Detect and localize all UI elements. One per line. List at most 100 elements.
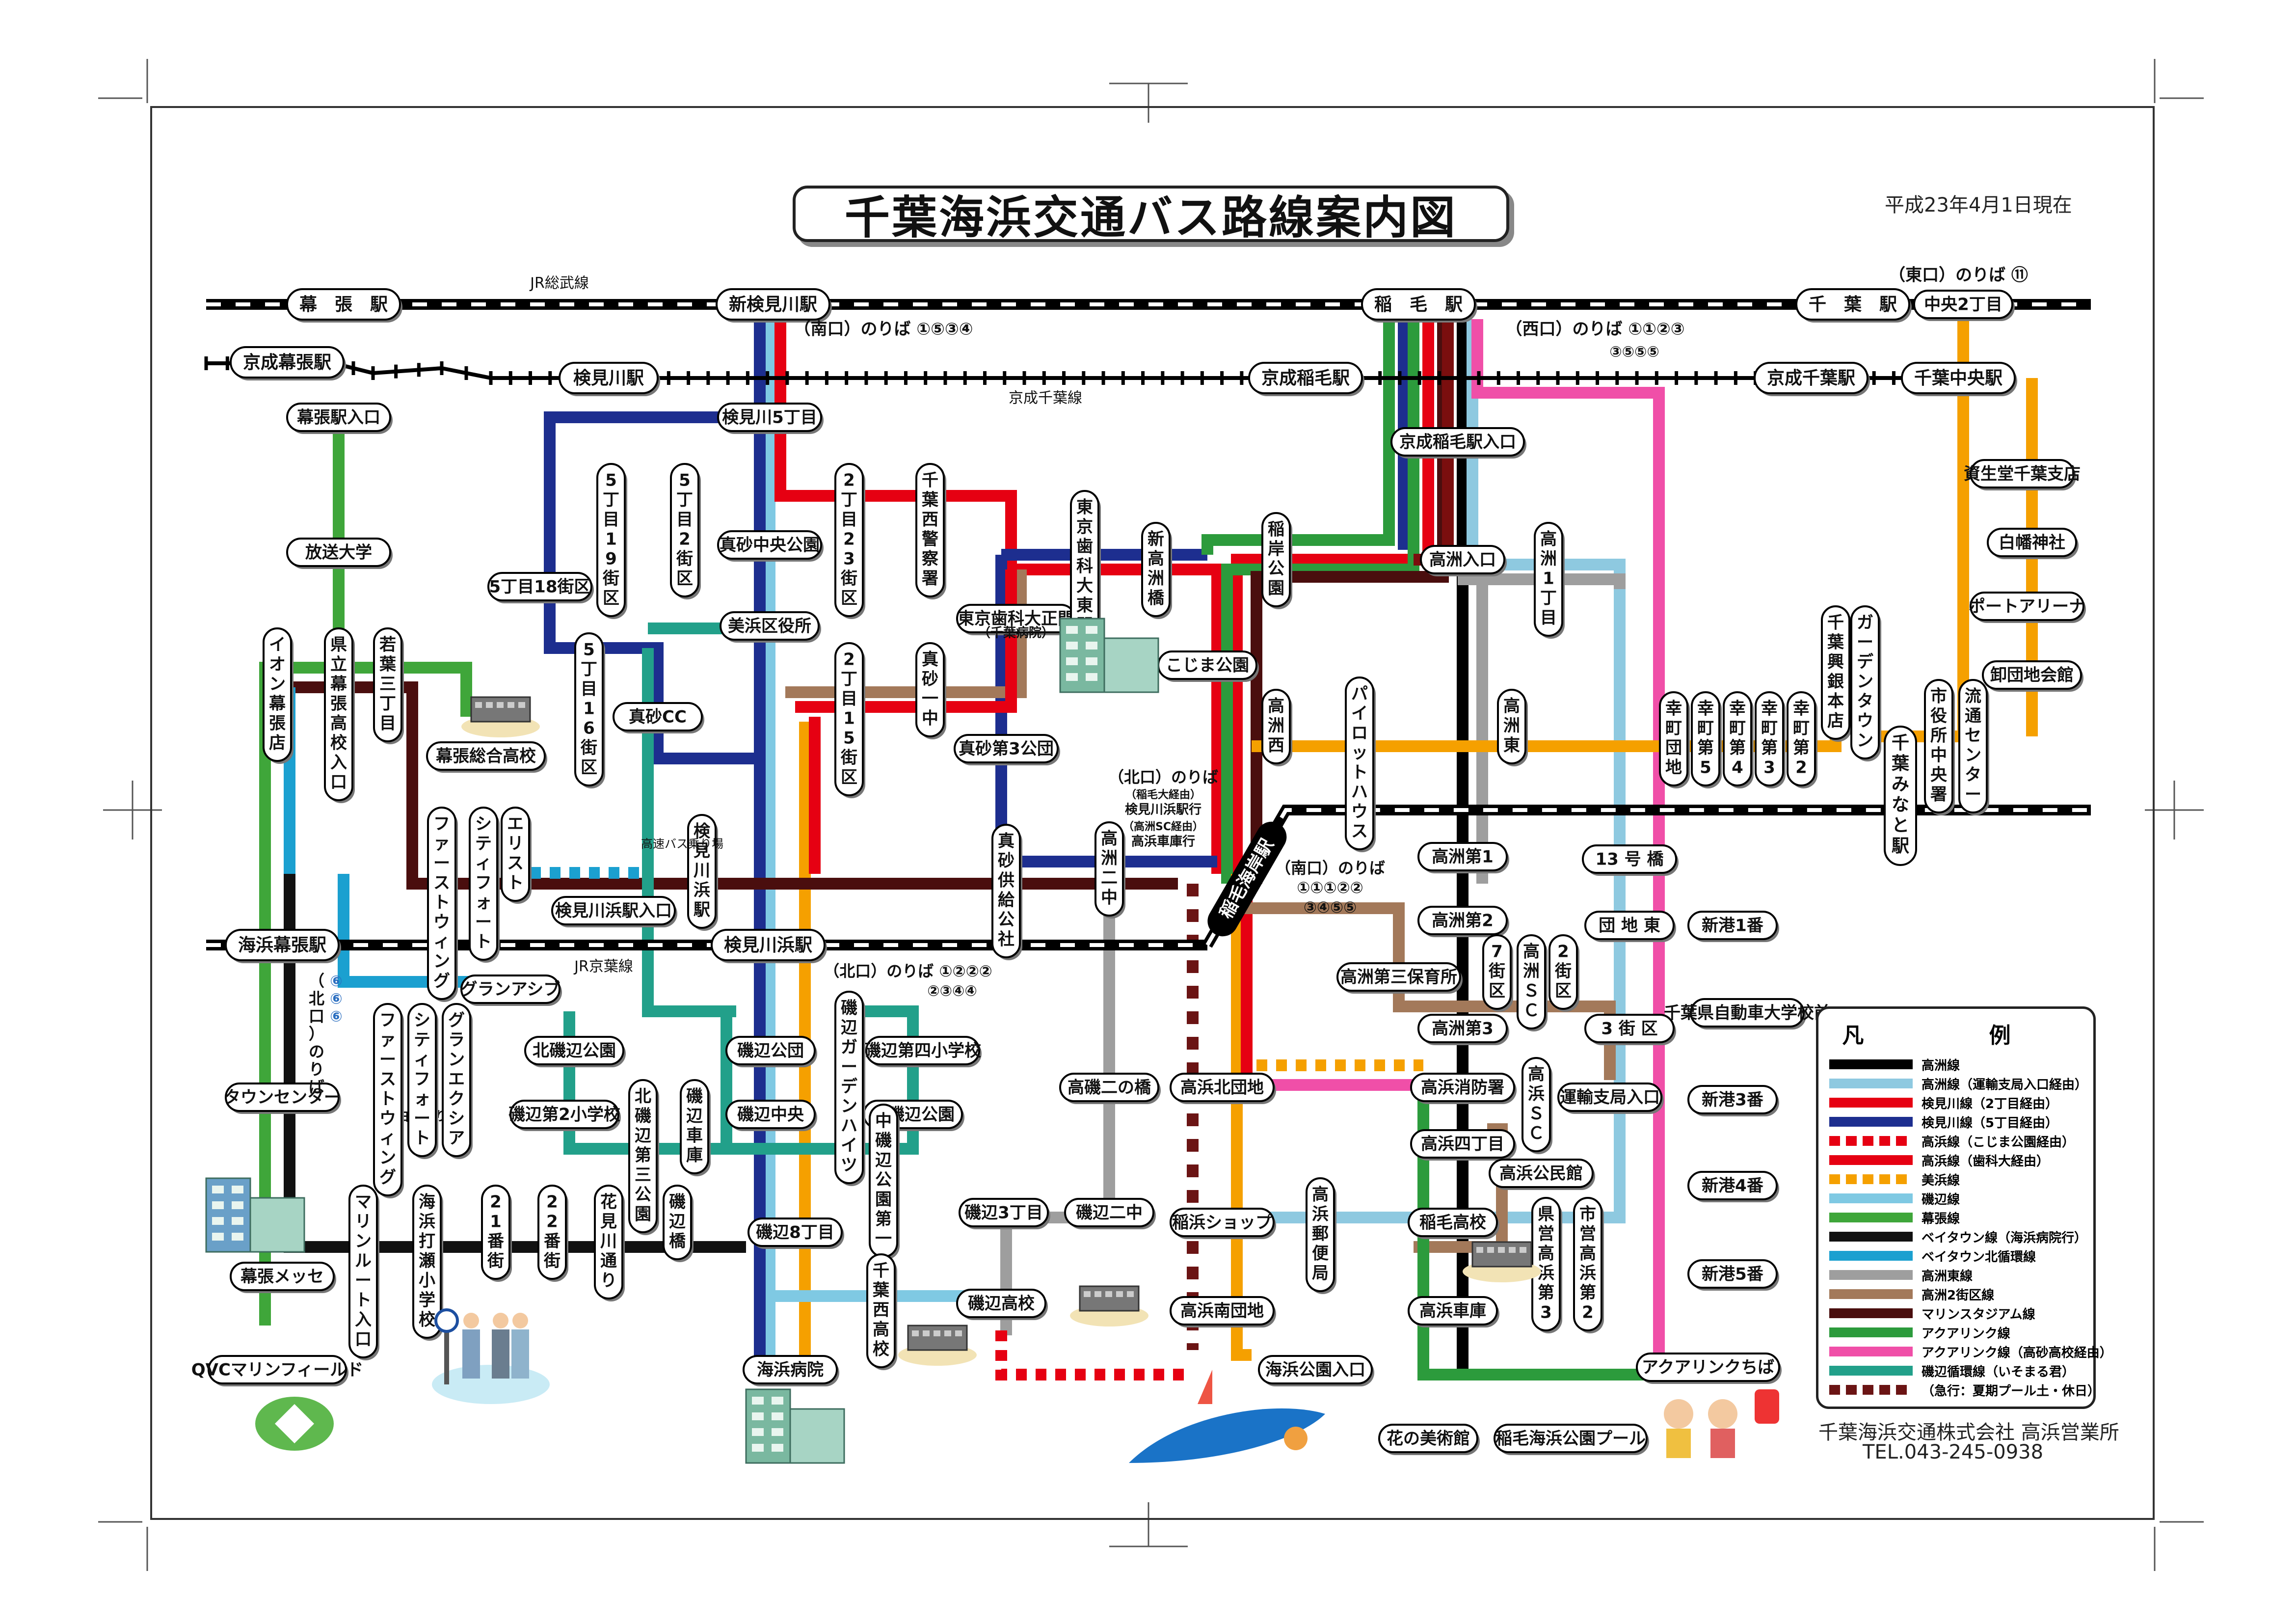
stop-v8-char: 給 [998,891,1015,910]
stop-v27-box [628,1079,658,1233]
legend-row: 美浜線 [1829,1170,1960,1188]
stop-s36-box [1687,1085,1778,1114]
stop-s34-box [1687,911,1778,940]
stop-v53-char: 流 [1965,687,1981,706]
stop-v28-box [680,1079,709,1174]
stop-s21: 高浜消防署 [1421,1078,1504,1098]
stop-s21-box [1410,1073,1515,1102]
stop-v17-char: ン [269,675,286,694]
stop-v52-char: 市 [1930,687,1947,706]
station-chiba-minato-box [1884,726,1917,866]
stop-v18-char: 校 [330,733,347,753]
stop-v17-char: 幕 [268,694,286,714]
legend-swatch [1829,1270,1913,1280]
stop-v44-char: 市 [1579,1205,1596,1224]
legend-row: マリンスタジアム線 [1829,1304,2035,1322]
stop-v38-char: 街 [1488,962,1505,981]
legend-row: 高浜線（歯科大経由） [1829,1151,2049,1169]
legend-label: 高浜線（こじま公園経由） [1922,1135,2075,1150]
stop-v35-char: り [600,1271,617,1291]
stop-s19: 3 街 区 [1601,1019,1657,1039]
stop-v13-char: ッ [1351,743,1368,763]
legend-label: 幕張線 [1922,1211,1960,1226]
stop-s55: 磯辺二中 [1076,1203,1143,1223]
stop-v8-box [991,824,1021,958]
stop-v43-char: 第 [1538,1283,1554,1303]
station-chiba-minato-char: 葉 [1891,754,1910,774]
stop-v38-char: 7 [1491,942,1503,962]
stop-v37-char: 千 [873,1261,889,1281]
station-inage: 稲 毛 駅 [1374,295,1463,315]
stop-v30-char: 園 [875,1190,892,1210]
stop-v23-char: 検 [694,822,711,841]
stop-v50-char: 銀 [1827,672,1844,692]
stop-v51-char: ウ [1857,711,1873,731]
stop-s32-box [1258,1355,1373,1384]
stop-v45-char: 団 [1665,738,1682,758]
stop-v24-char: グ [379,1168,396,1188]
stop-v23-char: 浜 [694,881,710,900]
stop-v32-char: 校 [419,1310,435,1330]
stop-v20-char: ン [433,952,450,972]
stop-v32-char: 瀬 [419,1251,435,1271]
stop-s40-box [1970,459,2075,488]
stop-v48-char: 幸 [1761,699,1778,719]
station-makuhari-box [286,288,401,321]
stop-v4-char: 2 [843,530,855,549]
stop-v19-box [373,627,402,742]
stop-v21-char: フ [475,873,492,893]
stop-v31-char: ン [355,1232,372,1251]
stop-v19-char: 若 [379,635,396,655]
stop-v13-char: パ [1351,684,1368,704]
stop-v35-char: 川 [600,1232,617,1251]
stop-v19-char: 丁 [379,694,396,714]
stop-v4-char: 丁 [841,490,857,510]
stop-v31-char: リ [355,1212,372,1232]
stop-v18-char: 入 [330,753,347,773]
stop-v17-box [263,627,292,762]
stop-v6-char: 街 [840,748,857,768]
stop-v39-box [1517,934,1546,1029]
legend-swatch [1829,1155,1913,1165]
stop-s33-box [1636,1353,1780,1382]
stop-v8-char: 社 [998,930,1015,949]
noriba-n2: （西口）のりば ①①②③ [1506,320,1685,339]
stop-v34-char: 2 [546,1192,558,1212]
stop-s35: 千葉県自動車大学校前 [1664,1003,1831,1023]
stop-v2-box [670,463,699,597]
stop-v13-char: イ [1351,704,1368,724]
stop-v44-char: 第 [1579,1283,1596,1303]
stop-v27-char: 北 [635,1087,651,1107]
route-takasu-higashi-b [1000,879,1115,1335]
stop-v50-box [1821,605,1850,740]
stop-v42-char: 高 [1312,1185,1329,1205]
stop-v43-char: 県 [1538,1205,1554,1224]
stop-v1-char: 目 [603,510,619,530]
stop-v49-char: 2 [1795,758,1807,778]
stop-v4-char: 目 [841,510,857,530]
stop-v36-char: 橋 [669,1232,686,1251]
stop-v39-char: Ｓ [1523,981,1540,1001]
stop-v24-char: フ [379,1011,396,1030]
stop-s5-box [487,572,592,601]
station-chiba-minato-char: 千 [1892,733,1909,753]
stop-s28: 運輸支局入口 [1560,1088,1660,1108]
stop-v31-char: ル [355,1251,372,1271]
stop-v1-char: 5 [605,471,617,490]
station-kemigawa-box [559,362,659,394]
legend-row: 磯辺循環線（いそまる君） [1829,1362,2075,1380]
stop-s19-box [1584,1014,1675,1043]
legend-swatch [1829,1079,1913,1088]
legend-swatch [1829,1385,1913,1395]
stop-s22: 高浜四丁目 [1421,1135,1504,1154]
stop-s26-box [1378,1424,1478,1453]
legend-label: 高洲線（運輸支局入口経由） [1922,1077,2088,1092]
legend-swatch [1829,1117,1913,1127]
stop-s5: 5丁目18街区 [489,577,591,597]
stop-v29-char: 磯 [841,999,857,1018]
stop-v1-char: 1 [605,530,617,549]
stop-v1-char: 丁 [603,490,619,510]
stop-v10-box [1141,522,1171,617]
stop-v1-char: 区 [603,589,619,608]
stop-v43-char: 高 [1538,1244,1554,1264]
